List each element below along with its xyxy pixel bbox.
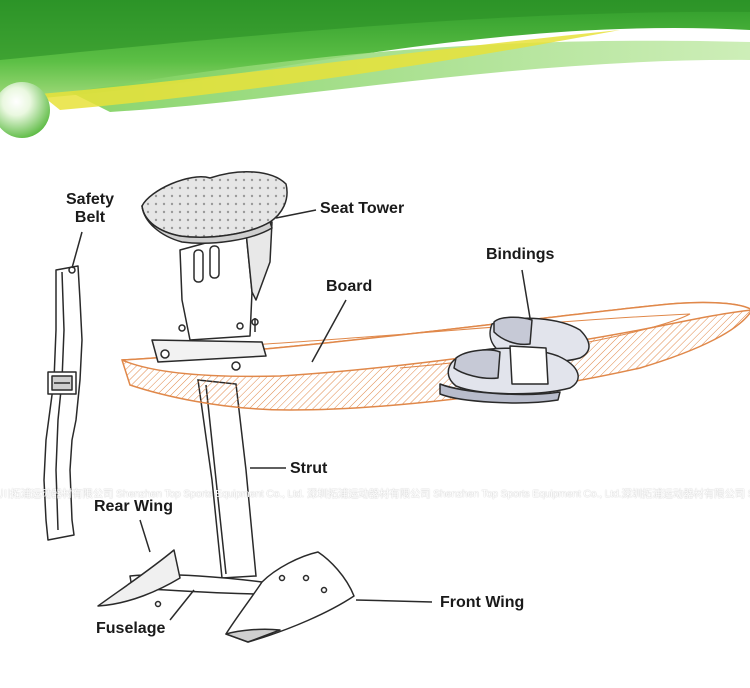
bindings (439, 316, 590, 404)
watermark-text: 川拓浦运动器材有限公司 Shenzhen Top Sports Equipmen… (0, 488, 750, 500)
leader-safety-belt (71, 231, 83, 269)
label-rear-wing: Rear Wing (94, 498, 173, 515)
leader-front-wing (355, 599, 433, 603)
board (120, 301, 750, 411)
leader-fuselage (169, 589, 195, 621)
label-safety-belt-line1: Safety (66, 191, 115, 208)
header-banner (0, 0, 750, 112)
strut (197, 379, 257, 579)
label-bindings: Bindings (486, 246, 555, 263)
leader-bindings (521, 269, 531, 319)
leader-rear-wing (139, 519, 151, 553)
seat-tower (141, 171, 288, 371)
safety-belt (43, 265, 83, 541)
leader-board (311, 299, 347, 363)
banner-ball (0, 82, 50, 138)
label-seat-tower: Seat Tower (320, 200, 405, 217)
label-fuselage: Fuselage (96, 620, 166, 637)
leader-lines (71, 209, 531, 621)
front-wing (225, 551, 355, 643)
label-board: Board (326, 278, 373, 295)
leader-seat-tower (275, 209, 317, 219)
label-front-wing: Front Wing (440, 594, 525, 611)
label-safety-belt-line2: Belt (74, 209, 106, 226)
fuselage-and-rear-wing (97, 549, 263, 608)
label-strut: Strut (290, 460, 328, 477)
label-safety-belt: Safety Belt (66, 191, 114, 227)
